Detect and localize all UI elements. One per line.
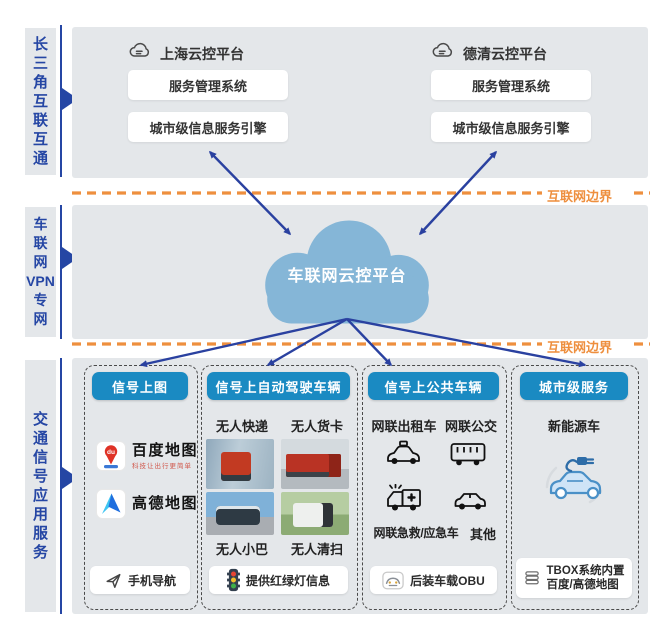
baidu-map-icon: du [96, 441, 126, 471]
band-label-yangtze: 长 三 角 互 联 互 通 [32, 36, 48, 167]
amap-icon [96, 489, 126, 519]
baidu-map-label: 百度地图 [132, 441, 199, 459]
baidu-map-slogan: 科技让出行更简单 [132, 462, 192, 470]
obu-label: 后装车载OBU [410, 573, 485, 588]
label-connected-emergency: 网联急救/应急车 [373, 526, 459, 540]
photo-unmanned-minibus [206, 492, 274, 535]
stack-icon [524, 571, 539, 585]
band-strip-yangtze: 长 三 角 互 联 互 通 [25, 28, 56, 175]
internet-boundary-label-1: 互联网边界 [547, 189, 613, 204]
internet-boundary-label-2: 互联网边界 [547, 340, 613, 355]
amap-label: 高德地图 [132, 495, 199, 512]
band-divider-line-3 [60, 358, 62, 614]
traffic-light-info-label: 提供红绿灯信息 [245, 573, 330, 588]
label-unmanned-minibus: 无人小巴 [215, 542, 268, 557]
panel-top [72, 27, 648, 178]
phone-navigation-label: 手机导航 [127, 573, 176, 588]
photo-unmanned-truck [281, 439, 349, 489]
header-city-services: 城市级服务 [520, 372, 628, 400]
city-info-engine-box-shanghai: 城市级信息服务引擎 [128, 112, 288, 142]
car-front-icon [382, 571, 404, 589]
phone-navigation-box: 手机导航 [90, 566, 190, 594]
label-other-vehicles: 其他 [469, 527, 496, 542]
header-public-vehicles: 信号上公共车辆 [368, 372, 499, 400]
band-strip-vpn: 车 联 网 VPN 专 网 [25, 207, 56, 337]
electric-car-icon [541, 446, 607, 508]
svg-text:du: du [107, 449, 115, 456]
cloud-server-icon [430, 40, 454, 60]
tbox-label: TBOX系统内置 百度/高德地图 [546, 565, 625, 591]
baidu-map-app: du 百度地图 科技让出行更简单 [96, 441, 198, 471]
label-unmanned-truck: 无人货卡 [290, 419, 343, 434]
ambulance-icon [384, 484, 424, 514]
band-label-vpn: 车 联 网 VPN 专 网 [26, 216, 55, 327]
platform-name-deqing: 德清云控平台 [463, 46, 547, 62]
band-divider-line-2 [60, 205, 62, 339]
iov-cloud-shape [265, 220, 429, 324]
label-connected-bus: 网联公交 [444, 419, 497, 434]
taxi-icon [384, 440, 424, 468]
traffic-light-icon [227, 568, 240, 592]
service-mgmt-box-deqing: 服务管理系统 [431, 70, 591, 100]
iov-cloud-label: 车联网云控平台 [287, 268, 407, 285]
photo-unmanned-sweeper [281, 492, 349, 535]
band-divider-line-1 [60, 25, 62, 177]
label-new-energy-vehicle: 新能源车 [547, 419, 600, 434]
bus-icon [448, 440, 488, 468]
car-icon [452, 487, 488, 513]
band-strip-traffic: 交 通 信 号 应 用 服 务 [25, 360, 56, 612]
photo-unmanned-delivery [206, 439, 274, 489]
band-label-traffic: 交 通 信 号 应 用 服 务 [32, 411, 48, 561]
label-unmanned-sweeper: 无人清扫 [290, 542, 343, 557]
city-info-engine-box-deqing: 城市级信息服务引擎 [431, 112, 591, 142]
header-signal-on-map: 信号上图 [92, 372, 188, 400]
tbox-box: TBOX系统内置 百度/高德地图 [516, 558, 632, 598]
cloud-server-icon [127, 40, 151, 60]
service-mgmt-box-shanghai: 服务管理系统 [128, 70, 288, 100]
header-autonomous-vehicles: 信号上自动驾驶车辆 [207, 372, 350, 400]
label-unmanned-delivery: 无人快递 [215, 419, 268, 434]
traffic-light-info-box: 提供红绿灯信息 [209, 566, 348, 594]
obu-box: 后装车载OBU [370, 566, 497, 594]
navigation-cursor-icon [106, 573, 121, 588]
label-connected-taxi: 网联出租车 [371, 419, 437, 434]
amap-app: 高德地图 [96, 489, 198, 519]
platform-name-shanghai: 上海云控平台 [160, 46, 244, 62]
